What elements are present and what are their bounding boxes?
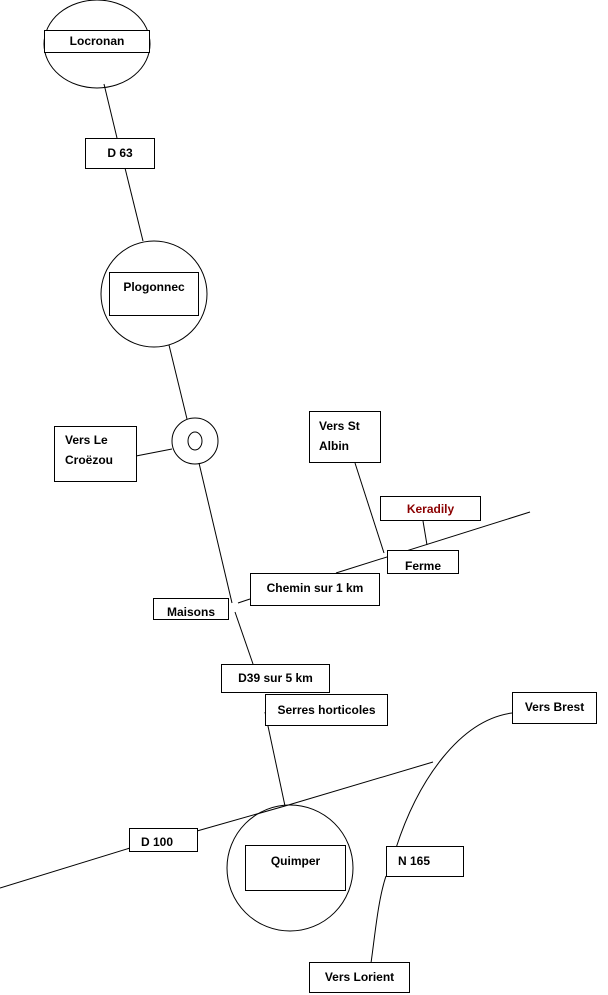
road-to-st-albin — [354, 462, 385, 554]
road-to-croezou — [135, 448, 173, 457]
label-ferme: Ferme — [387, 550, 459, 574]
road-d39-upper — [198, 462, 233, 604]
label-vers-brest: Vers Brest — [512, 692, 597, 724]
road-d63-lower — [124, 167, 144, 242]
road-d63-upper — [103, 83, 118, 139]
label-d100: D 100 — [129, 828, 198, 852]
label-serres: Serres horticoles — [265, 694, 388, 726]
label-vers-le-croezou: Vers Le Croëzou — [54, 426, 137, 482]
label-quimper: Quimper — [245, 845, 346, 891]
label-n165: N 165 — [386, 846, 464, 877]
road-d100-west — [0, 847, 131, 889]
label-locronan: Locronan — [44, 30, 150, 53]
label-vers-st-albin: Vers St Albin — [309, 411, 381, 463]
label-plogonnec: Plogonnec — [109, 272, 199, 316]
road-d100-middle — [196, 805, 286, 832]
road-d39-lower — [264, 711, 286, 807]
label-d63: D 63 — [85, 138, 155, 169]
road-n165-north — [395, 712, 513, 849]
road-chemin-ferme — [335, 511, 531, 574]
road-d39-middle — [234, 611, 254, 665]
label-vers-lorient: Vers Lorient — [309, 962, 410, 993]
label-keradily: Keradily — [380, 496, 481, 521]
road-n165-south — [370, 875, 387, 964]
label-chemin: Chemin sur 1 km — [250, 573, 380, 606]
road-to-keradily — [422, 520, 428, 546]
road-d100-east — [284, 761, 434, 807]
roundabout-inner — [187, 431, 203, 451]
label-d39: D39 sur 5 km — [221, 664, 330, 693]
label-maisons: Maisons — [153, 598, 229, 620]
road-chemin — [237, 598, 251, 604]
road-plogonnec-roundabout — [168, 344, 188, 420]
